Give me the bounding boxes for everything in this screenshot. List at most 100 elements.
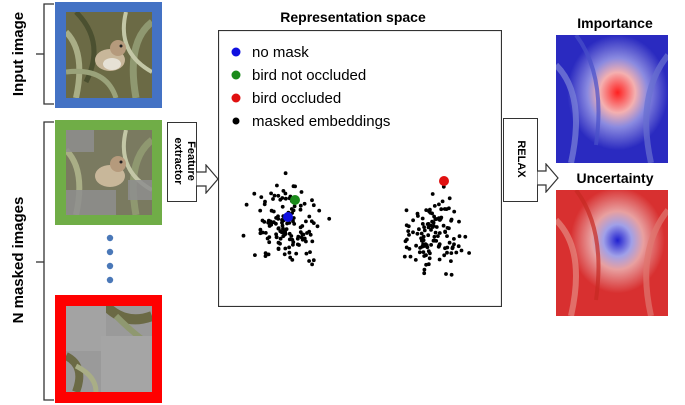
embedding-point xyxy=(288,255,293,260)
embedding-point xyxy=(302,236,307,241)
embedding-point xyxy=(258,231,263,236)
embedding-point xyxy=(283,191,288,196)
embedding-point xyxy=(450,245,455,250)
embedding-point xyxy=(258,227,263,232)
embedding-point xyxy=(292,204,297,209)
embedding-point xyxy=(430,192,435,196)
embedding-point xyxy=(298,207,303,212)
embedding-point xyxy=(431,238,436,243)
embedding-point xyxy=(444,207,449,212)
embedding-point xyxy=(266,252,271,257)
embedding-point xyxy=(298,203,303,208)
embedding-point xyxy=(429,243,433,247)
embedding-point xyxy=(436,244,441,249)
embedding-point xyxy=(437,257,442,262)
embedding-point xyxy=(311,203,316,208)
embedding-point xyxy=(445,250,449,255)
embedding-point xyxy=(449,259,453,263)
embedding-point xyxy=(278,229,283,234)
embedding-point xyxy=(291,219,295,224)
embedding-point xyxy=(407,233,411,237)
embedding-point xyxy=(428,210,433,215)
legend-bird-occluded: bird occluded xyxy=(252,90,341,107)
embedding-point xyxy=(310,262,314,267)
bird-occluded-point xyxy=(439,176,449,186)
embedding-point xyxy=(434,225,439,229)
relax-arrow-icon xyxy=(537,163,559,193)
embedding-point xyxy=(300,232,305,237)
embedding-point xyxy=(281,226,285,231)
embedding-point xyxy=(449,217,454,222)
embedding-point xyxy=(262,202,267,207)
importance-title: Importance xyxy=(577,15,653,31)
embedding-point xyxy=(272,193,277,198)
embedding-point xyxy=(405,237,409,242)
embedding-point xyxy=(424,208,429,213)
embedding-point xyxy=(436,234,440,239)
embedding-point xyxy=(413,258,418,262)
embedding-point xyxy=(281,189,286,193)
embedding-point xyxy=(417,250,422,255)
embedding-point xyxy=(419,231,424,236)
embedding-point xyxy=(404,223,409,228)
embedding-point xyxy=(421,250,426,255)
embedding-point xyxy=(449,251,454,256)
embedding-point xyxy=(259,195,264,200)
embedding-point xyxy=(299,190,304,194)
legend-no-mask: no mask xyxy=(252,44,309,61)
embedding-point xyxy=(283,246,288,251)
embedding-point xyxy=(308,250,312,255)
embedding-point xyxy=(269,208,274,213)
embedding-point xyxy=(241,233,246,238)
embedding-points xyxy=(241,171,471,277)
embedding-point xyxy=(414,243,418,248)
embedding-point xyxy=(402,254,407,259)
embedding-point xyxy=(408,254,413,259)
embedding-point xyxy=(294,251,299,256)
embedding-point xyxy=(441,223,446,228)
embedding-point xyxy=(280,223,285,228)
embedding-point xyxy=(423,242,428,247)
embedding-point xyxy=(317,208,322,213)
embedding-point xyxy=(445,226,450,230)
embedding-point xyxy=(276,193,281,198)
embedding-point xyxy=(415,231,420,236)
embedding-point xyxy=(422,267,427,272)
embedding-point xyxy=(276,214,280,219)
ellipsis-dots xyxy=(106,234,114,284)
embedding-point xyxy=(265,236,270,241)
embedding-point xyxy=(267,240,272,245)
embedding-point xyxy=(452,237,456,241)
representation-space-title: Representation space xyxy=(280,9,426,25)
embedding-point xyxy=(252,191,257,196)
embedding-point xyxy=(263,254,268,258)
embedding-point xyxy=(422,225,426,230)
embedding-point xyxy=(432,234,437,239)
embedding-point xyxy=(404,245,409,250)
embedding-point xyxy=(433,230,438,235)
embedding-point xyxy=(443,246,447,251)
embedding-point xyxy=(418,246,422,250)
embedding-point xyxy=(302,201,307,206)
legend-masked-embeddings: masked embeddings xyxy=(252,113,390,130)
embedding-point xyxy=(422,228,427,233)
embedding-point xyxy=(421,238,426,243)
bird-not-occluded-point xyxy=(290,195,300,205)
embedding-point xyxy=(449,272,454,277)
no-mask-point xyxy=(283,212,293,222)
embedding-point xyxy=(467,251,471,255)
feature-extractor-label: Feature extractor xyxy=(172,137,197,185)
embedding-point xyxy=(437,231,442,235)
embedding-point xyxy=(296,234,301,239)
embedding-point xyxy=(287,250,292,255)
relax-box xyxy=(503,118,538,202)
importance-heatmap xyxy=(556,35,668,163)
embedding-point xyxy=(432,204,437,208)
embedding-point xyxy=(426,249,431,254)
representation-space-plot: no mask bird not occluded bird occluded … xyxy=(218,30,502,307)
embedding-point xyxy=(297,243,301,247)
embedding-point xyxy=(437,202,441,207)
embedding-point xyxy=(307,229,312,234)
embedding-point xyxy=(427,256,432,261)
embedding-point xyxy=(266,220,271,225)
